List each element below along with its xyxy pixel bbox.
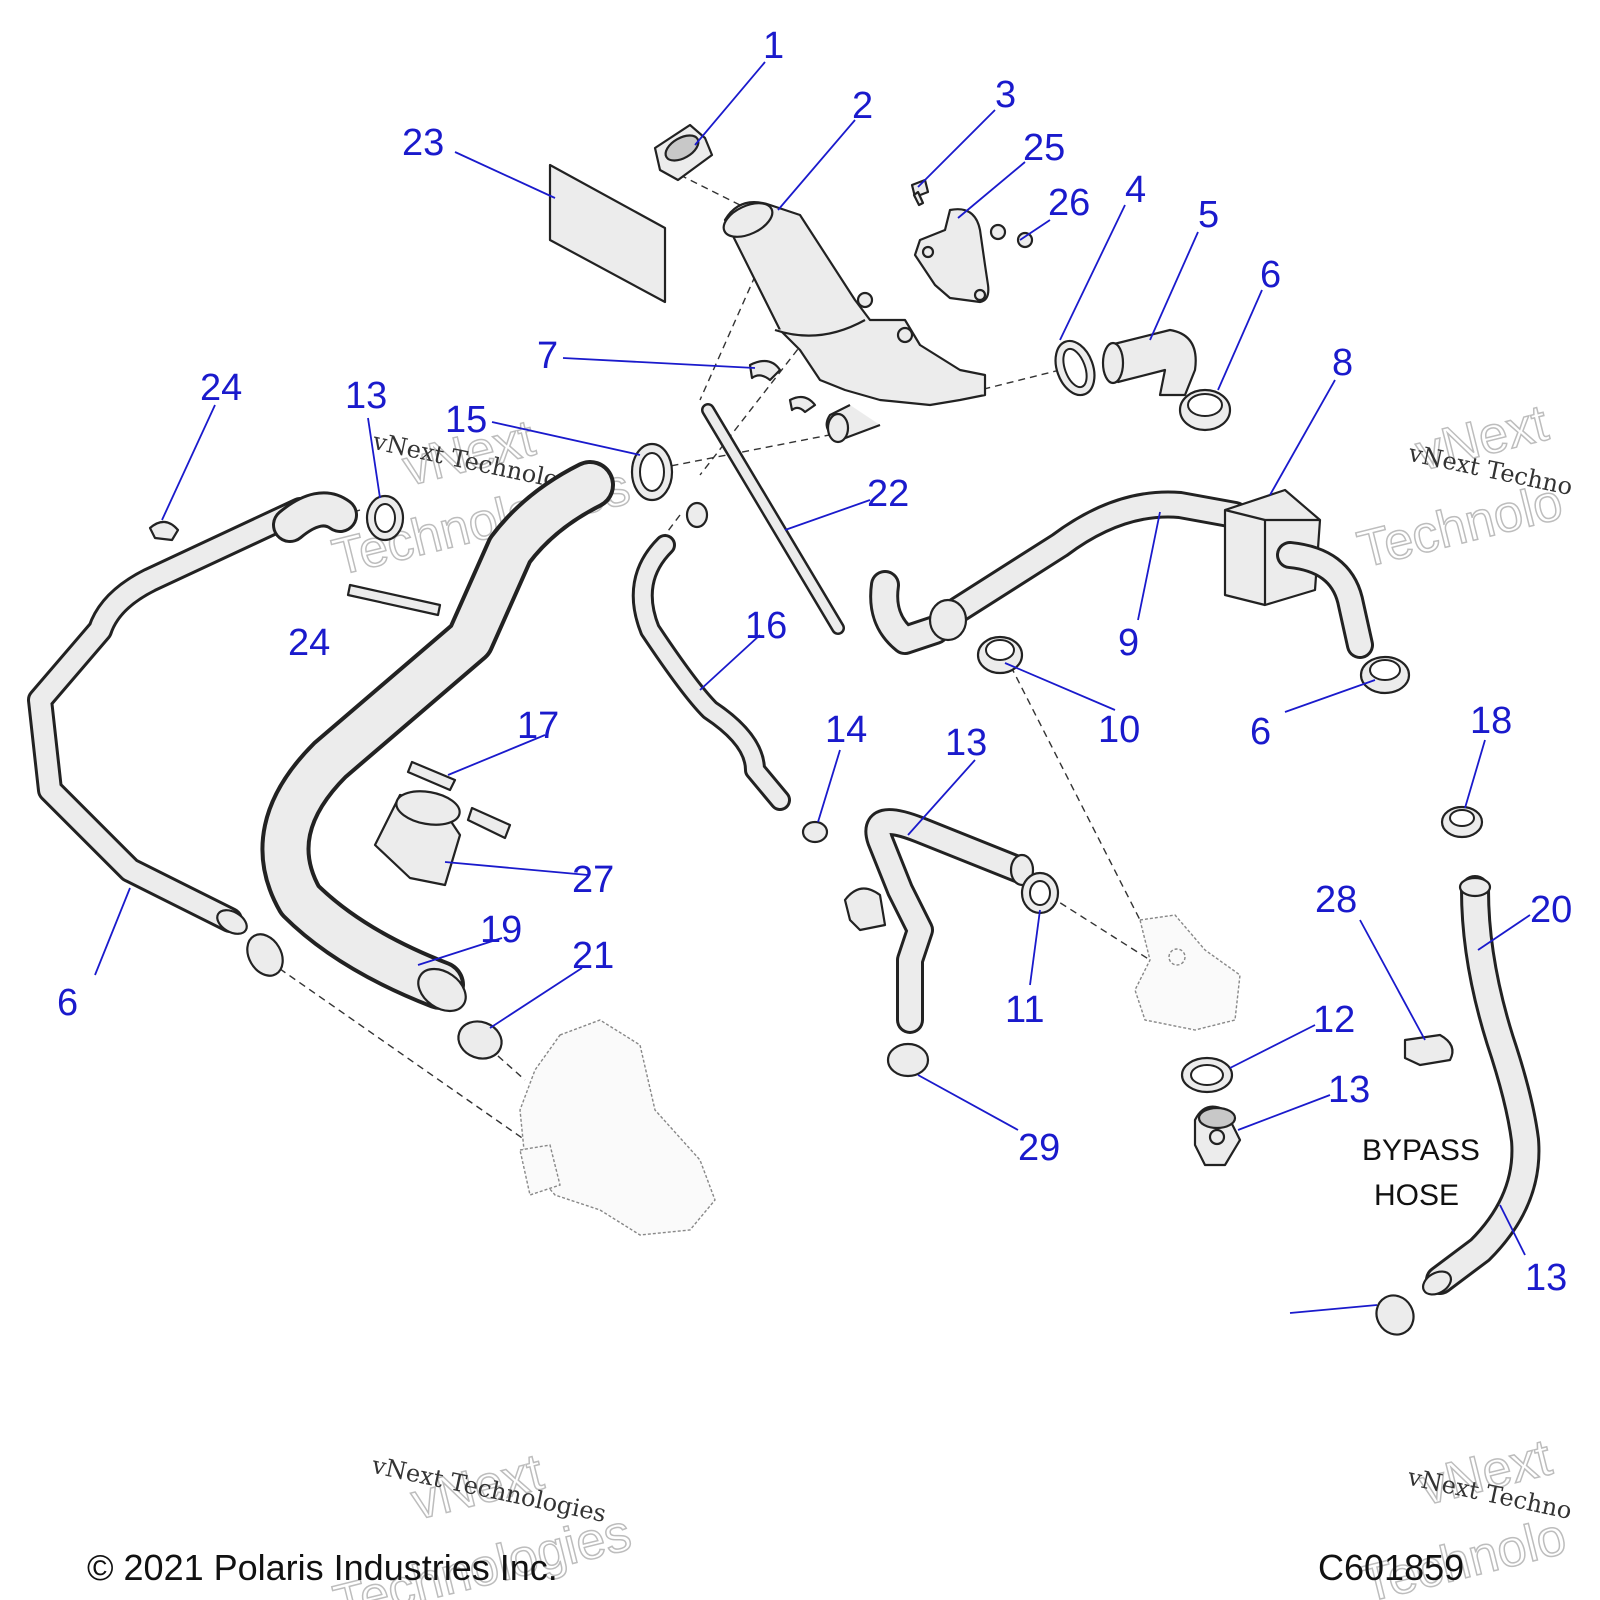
callout-number: 18: [1470, 700, 1512, 742]
clip: [748, 359, 817, 414]
hose-clamp: [976, 635, 1024, 675]
warning-label: [548, 163, 667, 304]
callout-number: 8: [1332, 342, 1353, 384]
heat-exchanger: [1223, 488, 1322, 607]
bolt: [910, 178, 930, 207]
callout-number: 13: [1525, 1257, 1567, 1299]
callout-number: 12: [1313, 999, 1355, 1041]
callout-number: 13: [1328, 1069, 1370, 1111]
fitting: [685, 501, 709, 529]
hose-clip: [346, 583, 442, 617]
engine-housing-ghost: [519, 1019, 716, 1236]
coolant-pipe: [1276, 541, 1374, 659]
callout-number: 10: [1098, 709, 1140, 751]
callout-group: 1 2 3 25 26 4 5 6 23 7 24 13 15 8 22 9 1…: [57, 25, 1572, 1299]
callout-number: 20: [1530, 889, 1572, 931]
hose-clamp: [1375, 1294, 1415, 1336]
callout-number: 6: [1260, 254, 1281, 296]
coolant-pipe: [869, 490, 1249, 655]
callout-number: 16: [745, 605, 787, 647]
callout-number: 25: [1023, 127, 1065, 169]
callout-number: 21: [572, 935, 614, 977]
hose-clamp: [365, 494, 405, 542]
callout-number: 11: [1005, 989, 1044, 1031]
hose-clip: [1403, 1033, 1454, 1067]
copyright-text: © 2021 Polaris Industries Inc.: [87, 1547, 558, 1588]
callout-number: 28: [1315, 879, 1357, 921]
callout-number: 2: [852, 85, 873, 127]
hose-clamp: [630, 442, 674, 502]
bypass-small-hose: [631, 534, 791, 811]
callout-number: 3: [995, 74, 1016, 116]
elbow-fitting: [1101, 328, 1197, 397]
heater-hose: [843, 808, 1035, 1034]
hose-clamp: [1178, 388, 1232, 432]
callout-number: 6: [1250, 711, 1271, 753]
radiator-cap: [653, 123, 714, 182]
callout-number: 23: [402, 122, 444, 164]
hose-clip: [148, 520, 180, 542]
hose-clamp: [886, 1042, 930, 1078]
hose-clamp: [801, 820, 829, 844]
callout-number: 27: [572, 859, 614, 901]
callout-number: 24: [288, 622, 330, 664]
hose-clip: [406, 760, 512, 840]
note-text: BYPASS: [1362, 1134, 1480, 1167]
bracket: [913, 208, 990, 304]
bypass-hose-note: BYPASS HOSE: [1362, 1134, 1480, 1212]
hose-clamp: [457, 1020, 503, 1060]
hose-clamp: [1440, 805, 1484, 839]
callout-number: 6: [57, 982, 78, 1024]
note-text: HOSE: [1374, 1179, 1459, 1212]
seal-ring: [1180, 1056, 1234, 1094]
thermostat: [1193, 1105, 1242, 1167]
nut: [989, 223, 1034, 249]
hose-clamp: [1054, 339, 1096, 397]
callout-number: 22: [867, 473, 909, 515]
callout-number: 5: [1198, 194, 1219, 236]
hose-sleeve: [373, 790, 462, 887]
callout-number: 14: [825, 709, 867, 751]
callout-number: 24: [200, 367, 242, 409]
callout-number: 13: [345, 375, 387, 417]
callout-number: 4: [1125, 169, 1146, 211]
coolant-reservoir: [722, 201, 987, 444]
callout-number: 9: [1118, 622, 1139, 664]
callout-number: 15: [445, 399, 487, 441]
thermostat-housing-ghost: [1134, 914, 1241, 1031]
hose-clamp: [1359, 655, 1411, 695]
drawing-id: C601859: [1318, 1547, 1464, 1588]
callout-number: 29: [1018, 1127, 1060, 1169]
callout-number: 1: [763, 25, 784, 67]
callout-number: 19: [480, 909, 522, 951]
leader-lines: [94, 61, 1531, 1314]
hose-clamp: [1020, 871, 1060, 915]
hose-clamp: [246, 933, 284, 977]
callout-number: 26: [1048, 182, 1090, 224]
callout-number: 13: [945, 722, 987, 764]
vent-tube: [701, 403, 845, 635]
bypass-hose: [1421, 875, 1541, 1296]
callout-number: 17: [517, 705, 559, 747]
radiator-hose: [260, 460, 615, 1013]
coolant-pipe: [27, 491, 358, 935]
callout-number: 7: [537, 335, 558, 377]
